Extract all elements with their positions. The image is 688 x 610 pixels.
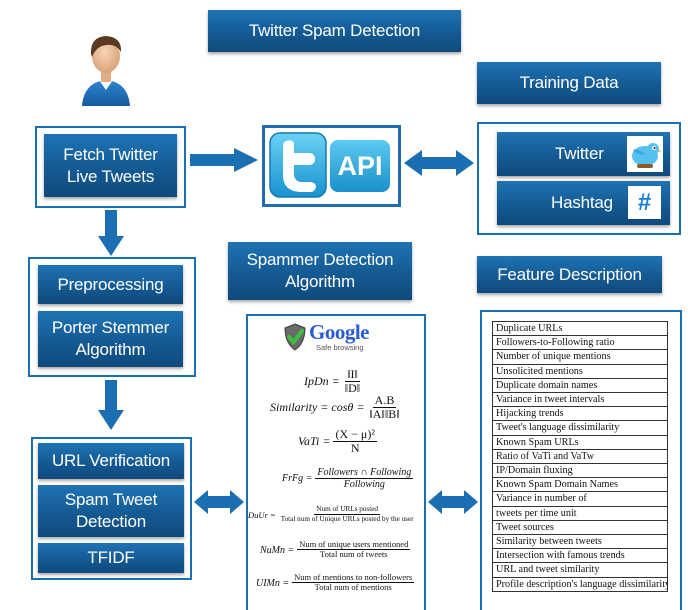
formula-uimn-lhs: UIMn = <box>256 577 290 589</box>
formula-ipdn-den: ‖D‖ <box>344 381 361 396</box>
formula-numn-num: Num of unique users mentioned <box>297 539 411 551</box>
feature-row: Intersection with famous trends <box>493 549 667 564</box>
porter-label-line1: Porter Stemmer <box>51 318 170 337</box>
algo-frame <box>246 314 426 610</box>
formula-uimn-den: Total num of mentions <box>314 582 392 593</box>
feature-row: URL and tweet similarity <box>493 563 667 578</box>
fetch-box: Fetch Twitter Live Tweets <box>44 134 177 197</box>
formula-duur-num: Num of URLs posted <box>314 505 380 515</box>
arrow-algo-feature <box>428 490 478 514</box>
diagram-title: Twitter Spam Detection <box>208 10 461 52</box>
fetch-label-line2: Live Tweets <box>66 166 155 186</box>
preprocess-item-preprocessing: Preprocessing <box>38 265 183 304</box>
preprocess-item-porter: Porter Stemmer Algorithm <box>38 311 183 367</box>
feature-row: Variance in tweet intervals <box>493 393 667 408</box>
arrow-fetch-to-preprocess <box>98 210 124 256</box>
feature-row: Tweet's language dissimilarity <box>493 421 667 436</box>
hashtag-icon: # <box>628 186 661 219</box>
formula-similarity-num: A.B <box>372 393 397 409</box>
google-sub: Safe browsing <box>316 343 364 352</box>
verification-item-tfidf: TFIDF <box>38 543 184 573</box>
feature-row: Duplicate domain names <box>493 379 667 394</box>
spammer-algo-title: Spammer Detection Algorithm <box>228 242 412 300</box>
twitter-t-icon <box>269 132 327 198</box>
feature-row: Profile description's language dissimila… <box>496 578 667 590</box>
feature-row: Tweet sources <box>493 521 667 536</box>
formula-similarity-lhs: Similarity = cosθ = <box>270 400 365 415</box>
preprocess-label: Preprocessing <box>57 274 164 294</box>
formula-uimn-num: Num of mentions to non-followers <box>292 572 415 584</box>
arrow-fetch-to-api <box>190 148 258 172</box>
feature-row: Unsolicited mentions <box>493 365 667 379</box>
user-avatar-icon <box>82 36 130 106</box>
google-logo: Google <box>309 320 370 345</box>
formula-vati-lhs: VaTi = <box>298 434 331 449</box>
feature-row: Similarity between tweets <box>493 535 667 550</box>
feature-row: Duplicate URLs <box>493 322 667 337</box>
twitter-bird-icon <box>627 136 663 172</box>
hashtag-glyph: # <box>637 188 652 216</box>
verification-item-spam: Spam Tweet Detection <box>38 485 184 537</box>
training-title-text: Training Data <box>519 73 619 92</box>
formula-numn-den: Total num of tweets <box>319 549 388 560</box>
shield-check-icon <box>284 323 306 351</box>
formula-frfg-lhs: FrFg = <box>282 473 313 485</box>
feature-row: Hijacking trends <box>493 407 667 422</box>
feature-row: Followers-to-Following ratio <box>493 336 667 351</box>
feature-row: Known Spam URLs <box>493 436 667 450</box>
formula-area: IpDn = ‖I‖‖D‖ Similarity = cosθ = A.B‖A‖… <box>248 318 424 610</box>
formula-similarity-den: ‖A‖‖B‖ <box>369 407 400 422</box>
google-logo-text: Google <box>309 320 370 344</box>
tfidf-label: TFIDF <box>87 548 135 567</box>
feature-row: Variance in number of <box>493 492 667 507</box>
verification-item-url: URL Verification <box>38 443 184 479</box>
feature-row: Ratio of VaTi and VaTw <box>493 450 667 465</box>
porter-label-line2: Algorithm <box>75 340 146 359</box>
formula-ipdn: IpDn = ‖I‖‖D‖ <box>304 367 362 396</box>
formula-ipdn-num: ‖I‖ <box>345 367 360 383</box>
formula-duur-lhs: DuUr = <box>248 509 276 520</box>
formula-vati-num: (X − μ)² <box>333 427 377 443</box>
arrow-preprocess-to-verification <box>98 380 124 430</box>
spammer-algo-title-line1: Spammer Detection <box>246 250 394 269</box>
fetch-label-line1: Fetch Twitter <box>63 144 158 164</box>
training-title: Training Data <box>477 62 661 104</box>
formula-ipdn-lhs: IpDn = <box>304 374 340 389</box>
training-item-hashtag-label: Hashtag <box>551 193 613 212</box>
api-label: API <box>330 140 390 192</box>
feature-row: tweets per time unit <box>493 507 667 521</box>
feature-row: IP/Domain fluxing <box>493 464 667 479</box>
formula-frfg-num: Followers ∩ Following <box>315 467 414 479</box>
diagram-title-text: Twitter Spam Detection <box>248 21 421 40</box>
feature-title: Feature Description <box>477 256 662 293</box>
feature-row: Known Spam Domain Names <box>493 478 667 493</box>
spam-detection-line2: Detection <box>75 512 147 531</box>
spam-detection-line1: Spam Tweet <box>64 490 158 509</box>
formula-numn-lhs: NuMn = <box>260 544 295 556</box>
formula-vati-den: N <box>350 441 360 456</box>
spammer-algo-title-line2: Algorithm <box>284 272 355 291</box>
formula-frfg-den: Following <box>343 479 385 490</box>
training-item-twitter-label: Twitter <box>555 144 604 163</box>
arrow-verification-algo <box>194 490 244 514</box>
formula-duur-den: Total num of Unique URLs posted by the u… <box>280 514 414 523</box>
feature-row: Number of unique mentions <box>493 350 667 365</box>
formula-similarity: Similarity = cosθ = A.B‖A‖‖B‖ <box>270 393 402 422</box>
arrow-api-training <box>404 150 474 176</box>
url-verification-label: URL Verification <box>51 451 171 470</box>
feature-title-text: Feature Description <box>497 264 642 284</box>
